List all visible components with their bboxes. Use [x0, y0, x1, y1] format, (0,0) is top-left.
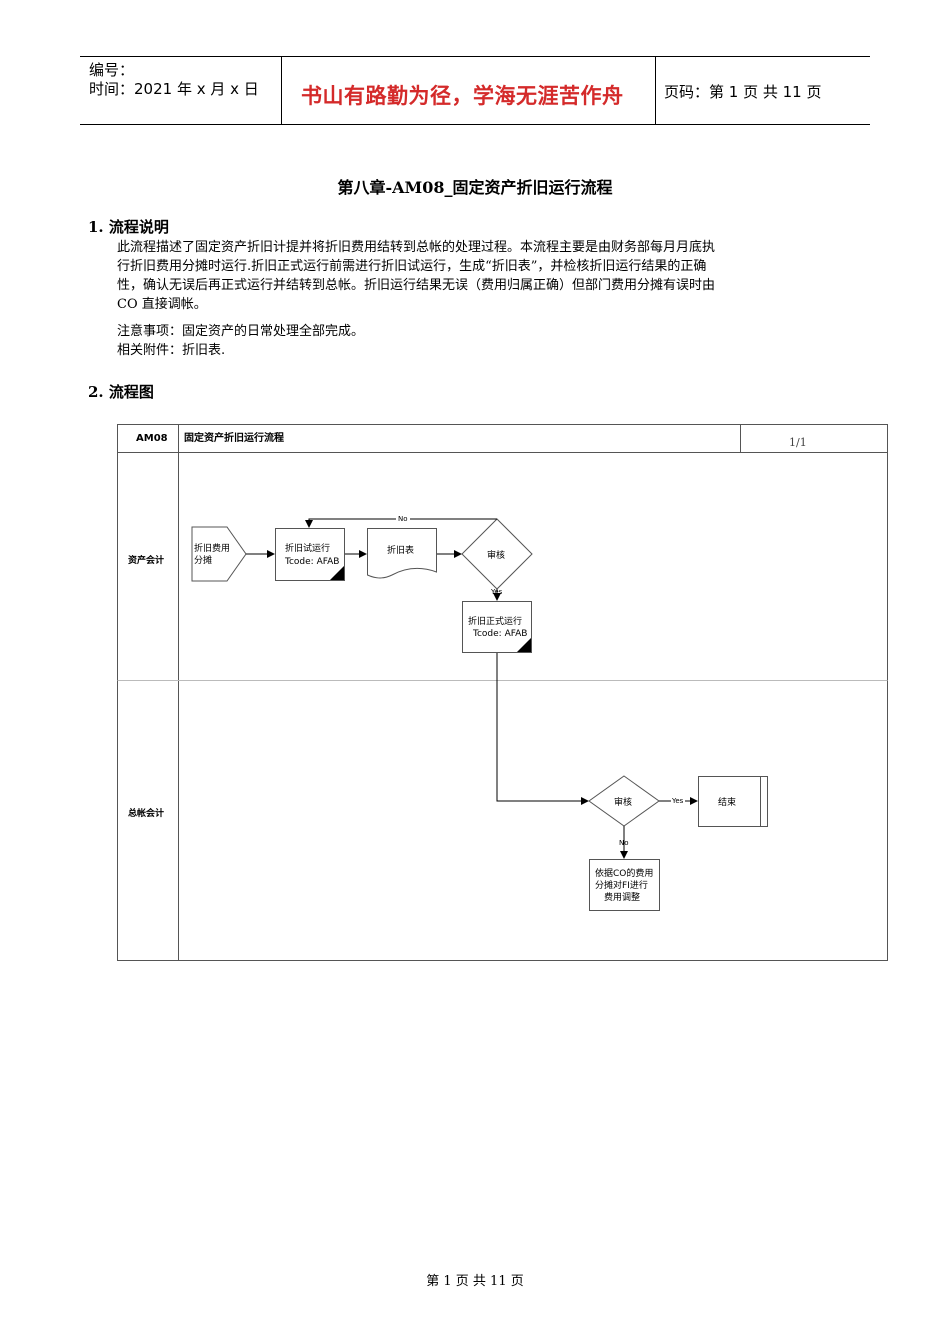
header-divider-1	[281, 56, 282, 125]
flowchart-frame	[117, 424, 888, 961]
start-label-line2: 分摊	[194, 554, 212, 566]
flowchart-name: 固定资产折旧运行流程	[184, 431, 284, 444]
trial-run-label-line1: 折旧试运行	[285, 542, 330, 554]
no-label-1-bg	[396, 514, 410, 523]
description-line-3: 性，确认无误后再正式运行并结转到总帐。折旧运行结果无误（费用归属正确）但部门费用…	[117, 278, 716, 293]
yes-label-1: Yes	[490, 588, 503, 596]
motto: 书山有路勤为径，学海无涯苦作舟	[301, 84, 624, 108]
section2-heading: 2. 流程图	[88, 383, 154, 401]
depreciation-report-document	[367, 528, 437, 579]
end-shape	[698, 776, 768, 827]
flowchart-code: AM08	[136, 433, 168, 444]
formal-run-corner-mark	[517, 638, 531, 652]
fi-adjust-label-line1: 依据CO的费用	[595, 867, 653, 879]
formal-run-label-line1: 折旧正式运行	[468, 615, 522, 627]
description-line-4: CO 直接调帐。	[117, 297, 207, 312]
lane-gl-accountant: 总帐会计	[128, 807, 164, 819]
number-label: 编号：	[89, 61, 135, 79]
time-label: 时间：2021 年 x 月 x 日	[89, 80, 259, 98]
arrow-review-no-loop	[305, 518, 497, 528]
header-top-border	[80, 56, 870, 57]
depreciation-report-label: 折旧表	[387, 544, 414, 556]
fi-adjust-label-line2: 分摊对FI进行	[595, 879, 648, 891]
trial-run-process	[275, 528, 345, 581]
fi-adjust-label-line3: 费用调整	[604, 891, 640, 903]
end-label: 结束	[718, 796, 736, 808]
flowchart-page: 1/1	[789, 436, 807, 449]
start-label-line1: 折旧费用	[194, 542, 230, 554]
description-line-1: 此流程描述了固定资产折旧计提并将折旧费用结转到总帐的处理过程。本流程主要是由财务…	[117, 240, 716, 255]
trial-run-corner-mark	[330, 566, 344, 580]
header-divider-2	[655, 56, 656, 125]
page-info: 页码：第 1 页 共 11 页	[664, 83, 822, 101]
no-label-2: No	[619, 839, 629, 847]
yes-label-2-bg	[671, 796, 685, 805]
formal-run-process	[462, 601, 532, 653]
arrow-formal-to-review2	[496, 653, 589, 805]
section1-description: 此流程描述了固定资产折旧计提并将折旧费用结转到总帐的处理过程。本流程主要是由财务…	[117, 238, 715, 314]
trial-run-label-line2: Tcode: AFAB	[284, 557, 339, 567]
lane-asset-accountant: 资产会计	[128, 554, 164, 566]
review-decision-2-label: 审核	[614, 796, 632, 808]
no-label-1: No	[398, 515, 408, 523]
document-title: 第八章-AM08_固定资产折旧运行流程	[337, 178, 613, 197]
section1-notes: 注意事项：固定资产的日常处理全部完成。 相关附件：折旧表.	[117, 322, 364, 360]
page-footer: 第 1 页 共 11 页	[426, 1274, 524, 1289]
header-bottom-border	[80, 124, 870, 125]
yes-label-2: Yes	[671, 797, 684, 805]
start-shape	[191, 526, 247, 582]
note-line-2: 相关附件：折旧表.	[117, 343, 226, 358]
formal-run-label-line2: Tcode: AFAB	[472, 629, 527, 639]
note-line-1: 注意事项：固定资产的日常处理全部完成。	[117, 324, 365, 339]
description-line-2: 行折旧费用分摊时运行.折旧正式运行前需进行折旧试运行，生成“折旧表”，并检核折旧…	[117, 259, 707, 274]
review-decision-1-label: 审核	[487, 549, 505, 561]
fi-adjust-process	[589, 859, 660, 911]
section1-heading: 1. 流程说明	[88, 218, 169, 236]
